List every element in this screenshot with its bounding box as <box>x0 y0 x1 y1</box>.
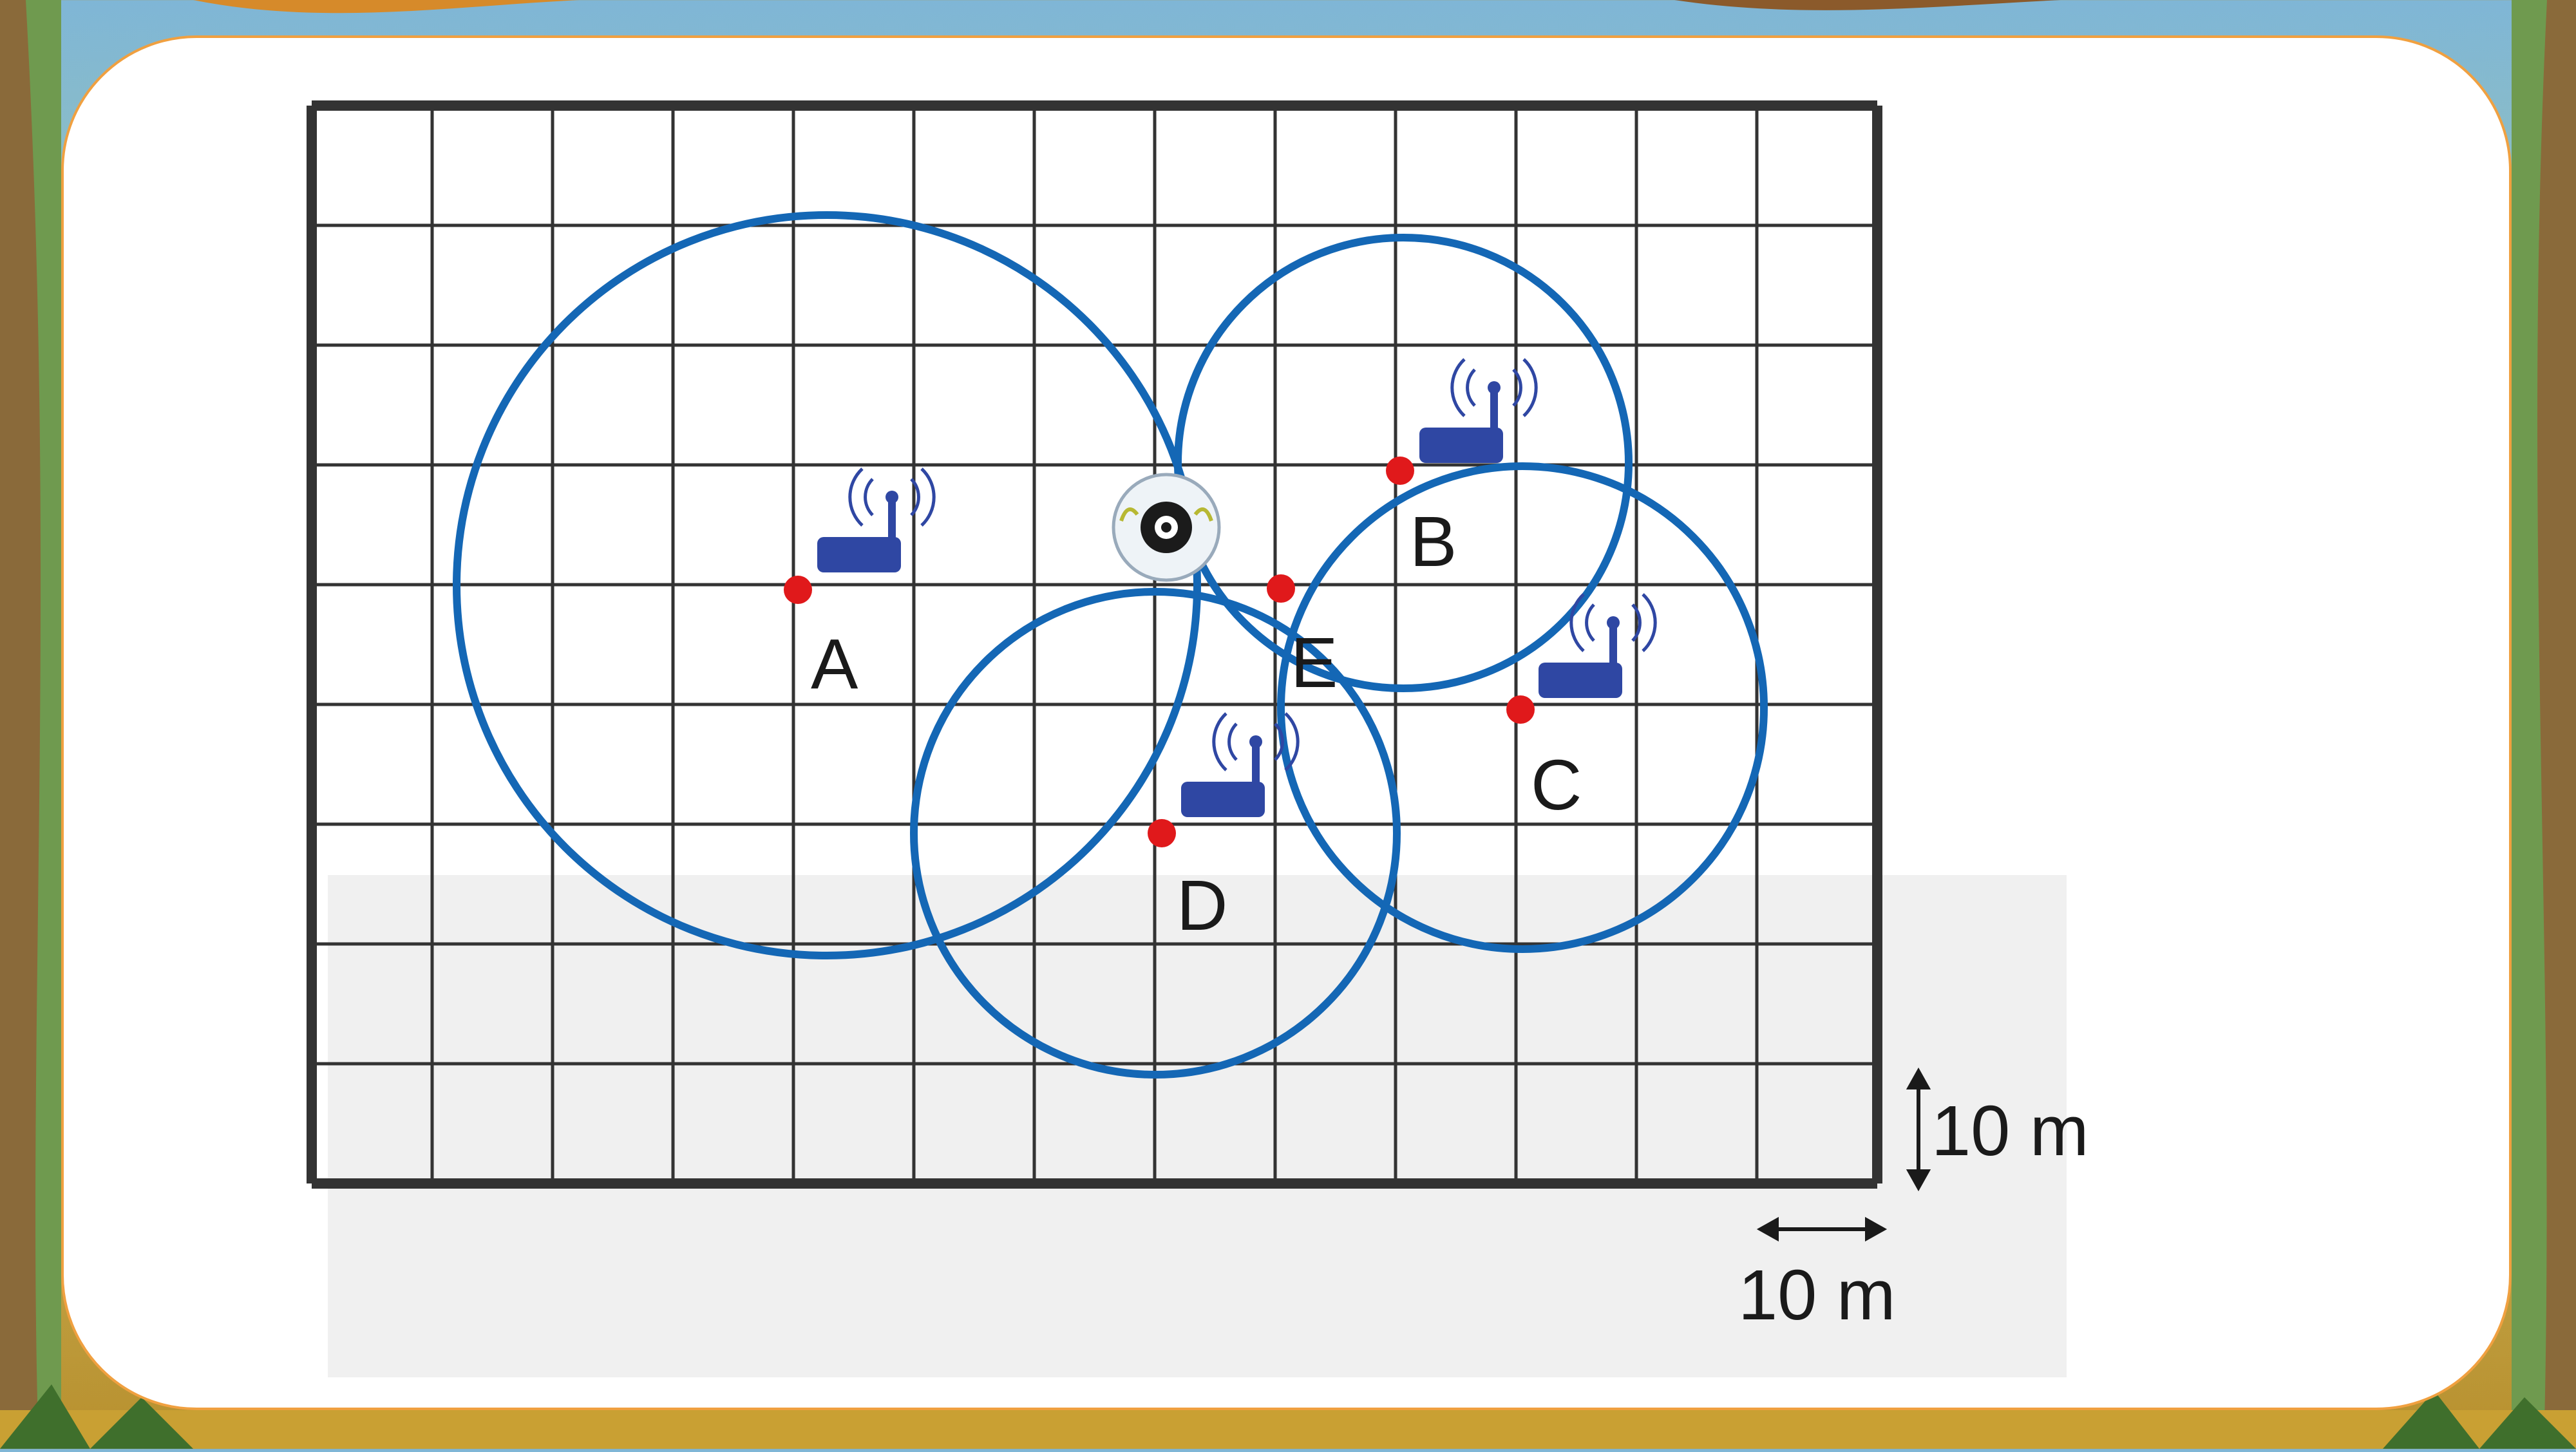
router-icon-a <box>817 467 936 572</box>
coverage-circle-d <box>910 588 1401 1079</box>
horizontal-scale-arrow <box>1756 1216 1888 1242</box>
point-b-marker <box>1386 457 1414 485</box>
router-icon-d <box>1181 712 1300 817</box>
coverage-circle-a <box>453 211 1201 959</box>
point-d-marker <box>1148 819 1176 847</box>
content-card: A B C D E 10 m 10 m <box>61 35 2512 1410</box>
wifi-coverage-diagram: A B C D E 10 m 10 m <box>307 100 2089 1377</box>
point-c-marker <box>1506 695 1535 724</box>
point-a-marker <box>784 576 812 604</box>
point-a-label: A <box>811 625 858 704</box>
point-b-label: B <box>1410 502 1457 581</box>
horizontal-scale-label: 10 m <box>1738 1256 1896 1335</box>
robot-mascot-icon <box>1112 473 1221 582</box>
point-d-label: D <box>1177 866 1227 945</box>
coverage-circle-c <box>1277 462 1768 953</box>
point-e-marker <box>1267 574 1295 603</box>
router-icon-b <box>1419 358 1538 463</box>
point-c-label: C <box>1531 746 1582 825</box>
watermark <box>328 875 2067 1377</box>
coverage-circles <box>453 211 1768 1079</box>
grid <box>307 100 1882 1189</box>
point-e-label: E <box>1291 623 1338 702</box>
coverage-circle-b <box>1174 234 1633 692</box>
vertical-scale-arrow <box>1906 1067 1931 1192</box>
vertical-scale-label: 10 m <box>1931 1091 2089 1171</box>
